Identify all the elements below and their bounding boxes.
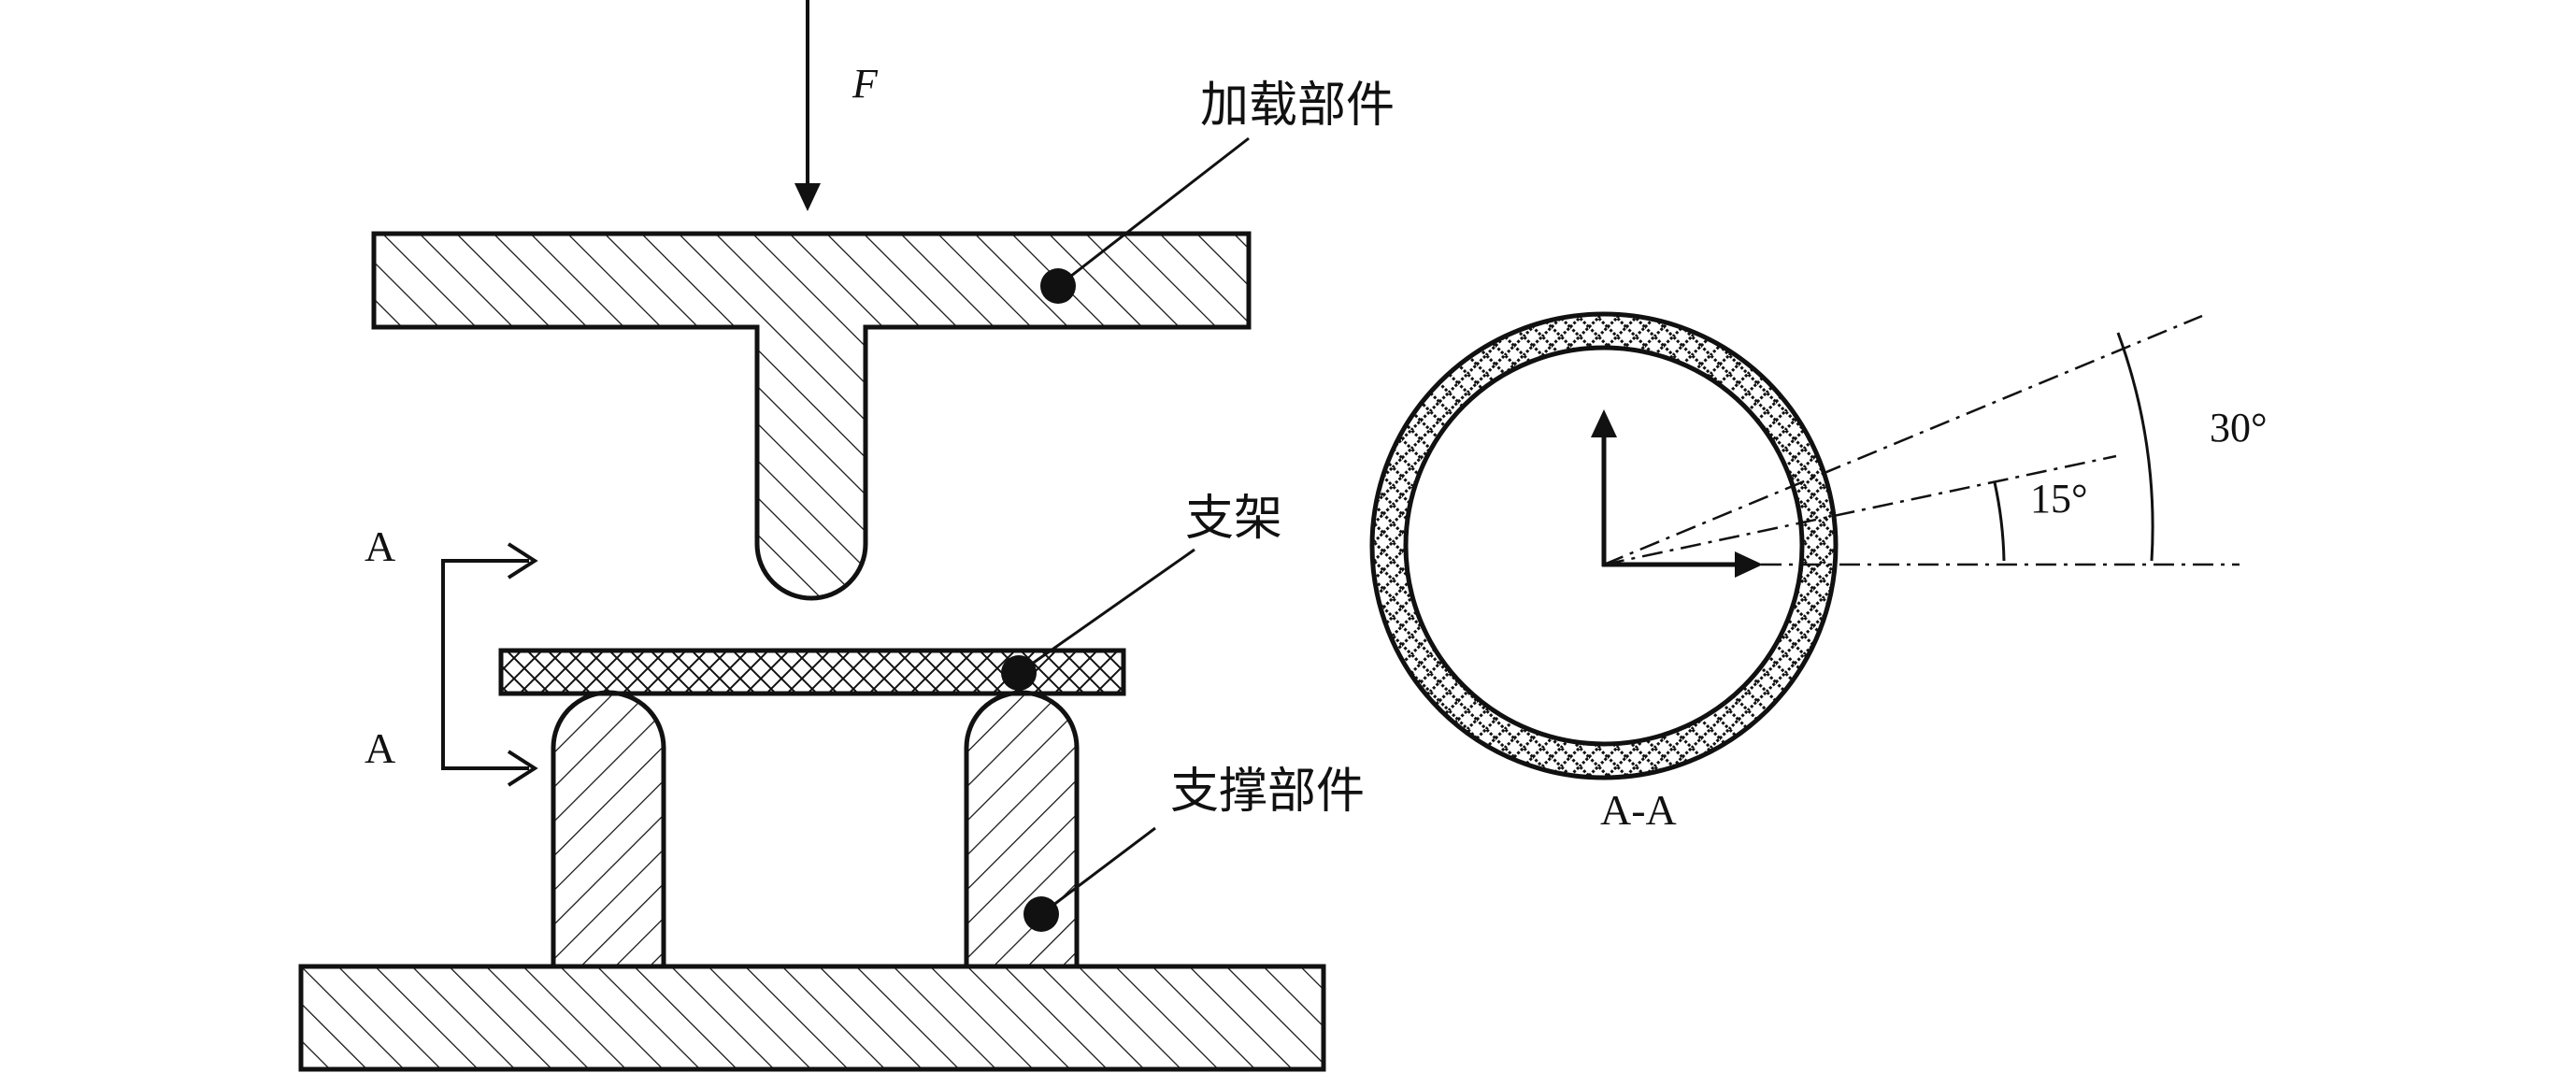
section-mark-bottom-label: A — [365, 724, 395, 772]
section-marker — [441, 542, 538, 787]
support-part-label: 支撑部件 — [1170, 764, 1365, 820]
bracket-leader — [1018, 548, 1195, 675]
loading-part-leader — [1057, 136, 1250, 288]
section-view-ring — [1369, 311, 1839, 780]
reference-lines — [1603, 314, 2240, 566]
loading-part — [371, 231, 1252, 601]
angle-arc-15 — [1993, 481, 2006, 562]
angle-30-label: 30° — [2210, 405, 2268, 451]
support-part-leader — [1040, 826, 1156, 916]
axis-arrows — [1591, 409, 1763, 578]
force-arrow — [794, 0, 821, 211]
angle-arc-30 — [2116, 332, 2154, 562]
section-view-label: A-A — [1600, 786, 1677, 834]
angle-15-label: 15° — [2030, 476, 2088, 522]
support-post-right — [964, 690, 1080, 969]
bracket-label: 支架 — [1185, 491, 1282, 547]
loading-part-label: 加载部件 — [1200, 78, 1395, 134]
section-mark-top-label: A — [365, 522, 395, 570]
base-plate — [298, 964, 1326, 1072]
force-label: F — [852, 61, 879, 107]
support-post-left — [551, 690, 666, 969]
